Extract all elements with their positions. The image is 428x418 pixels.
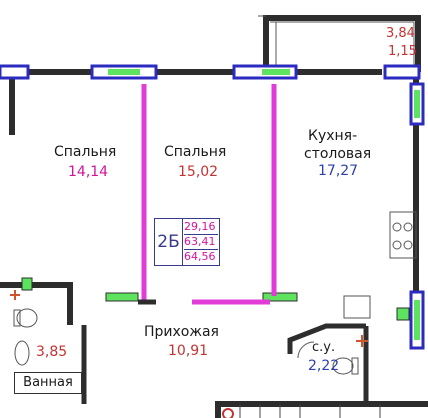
stair-fragment	[239, 404, 381, 418]
bedroom1-area: 14,14	[68, 164, 109, 180]
window-glass-east-2	[414, 300, 420, 340]
sink	[343, 295, 371, 319]
partitions	[141, 84, 277, 305]
door-markers	[10, 290, 368, 347]
stove	[389, 211, 417, 259]
window-glass-1	[108, 69, 140, 75]
kitchen-name-line1: Кухня-	[308, 128, 358, 144]
apartment-code: 2Б	[155, 219, 183, 265]
balcony-area-total: 3,84	[386, 26, 415, 41]
hallway-area: 10,91	[168, 343, 209, 359]
bedroom2-name: Спальня	[164, 144, 227, 160]
balcony-area-reduced: 1,15	[388, 44, 417, 59]
stair-marker-icon	[222, 408, 234, 418]
bathroom-area: 3,85	[36, 344, 68, 360]
window-glass-east	[414, 90, 420, 118]
kitchen-name-line2: столовая	[304, 146, 372, 162]
kitchen-area: 17,27	[318, 163, 359, 179]
hallway-name: Прихожая	[144, 324, 219, 340]
wc-name: с.у.	[312, 340, 336, 355]
internal-walls	[81, 299, 369, 404]
balcony-railing	[258, 15, 415, 68]
windows	[0, 64, 425, 350]
door-thresholds	[21, 277, 410, 321]
window-frame-3	[383, 64, 421, 80]
apartment-living-area: 29,16	[184, 220, 218, 235]
apartment-total-area: 63,41	[184, 235, 218, 250]
bedroom1-name: Спальня	[54, 144, 117, 160]
window-frame-left	[0, 64, 30, 80]
apartment-total-area-with-balcony: 64,56	[184, 250, 216, 263]
bathroom-name: Ванная	[14, 372, 82, 394]
window-glass-2	[262, 69, 290, 75]
bedroom2-area: 15,02	[178, 164, 219, 180]
fixtures	[13, 211, 417, 375]
wc-area: 2,22	[308, 358, 340, 374]
apartment-summary: 2Б 29,16 63,41 64,56	[154, 218, 220, 266]
